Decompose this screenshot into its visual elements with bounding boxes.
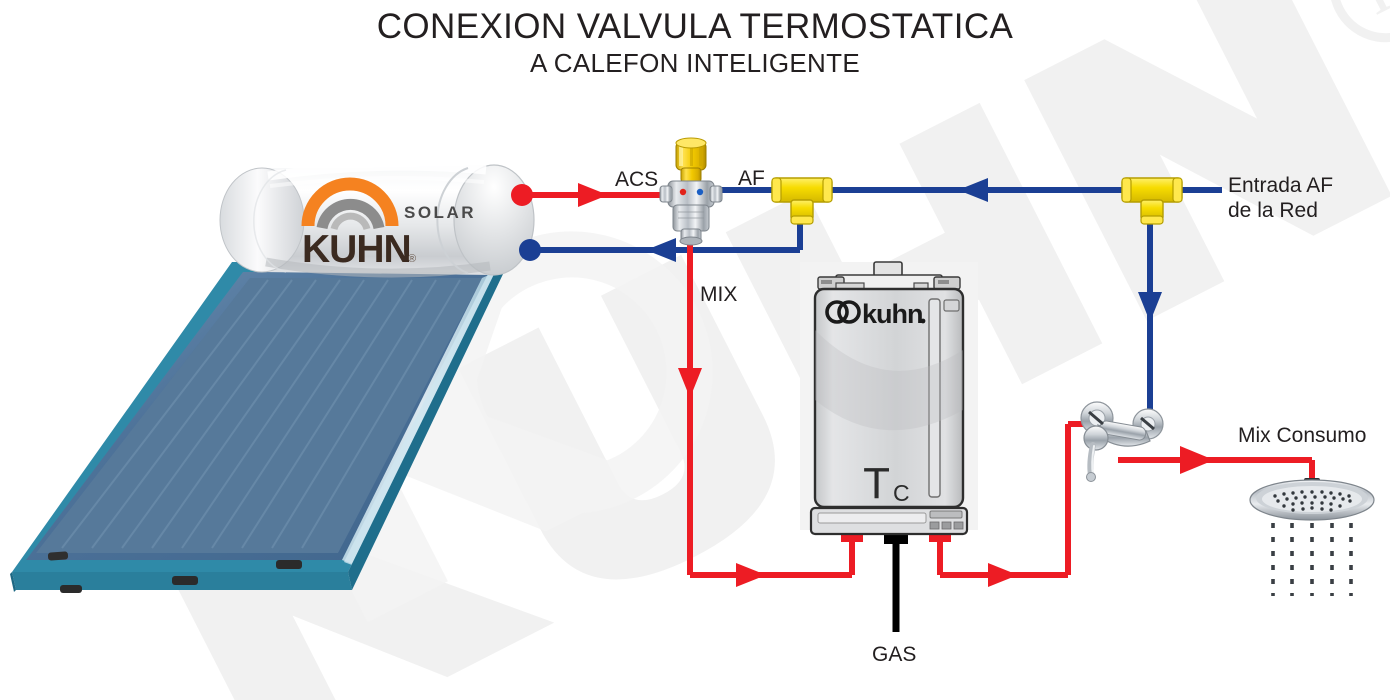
flow-network-cold-down — [1138, 190, 1162, 432]
label-af: AF — [738, 167, 765, 190]
flow-heater-outlet — [929, 421, 1098, 587]
svg-text:®: ® — [408, 253, 416, 265]
tankless-water-heater: kuhn T C — [800, 261, 978, 536]
solar-flat-plate-collector — [10, 256, 504, 593]
thermostatic-mixing-valve[interactable] — [659, 137, 723, 246]
label-acs: ACS — [615, 168, 659, 191]
label-mix: MIX — [700, 283, 738, 306]
svg-text:kuhn: kuhn — [862, 299, 923, 329]
flow-gas-supply — [884, 528, 908, 632]
tee-fitting-right — [1121, 177, 1183, 225]
water-stream-group — [1271, 523, 1353, 596]
flow-acs-hot — [511, 183, 672, 207]
solar-thermosiphon-tank: KUHN SOLAR ® — [219, 161, 535, 278]
flow-mix-consumo — [1118, 446, 1315, 482]
flow-cold-return-to-tank — [519, 196, 803, 262]
svg-text:SOLAR: SOLAR — [404, 203, 476, 222]
shower-mixer-faucet — [1080, 401, 1164, 482]
tank-logo-text: KUHN — [302, 228, 411, 271]
rain-shower-head — [1249, 478, 1375, 596]
label-entrada-af-line2: de la Red — [1228, 199, 1318, 222]
label-mix-consumo: Mix Consumo — [1238, 424, 1367, 447]
label-entrada-af-line1: Entrada AF — [1228, 174, 1334, 197]
tank-brand-logo: KUHN SOLAR ® — [301, 177, 476, 271]
tee-fitting-left — [771, 177, 833, 225]
heater-brand-logo: kuhn — [825, 299, 926, 329]
collector-bottom-fitting — [47, 551, 69, 561]
label-gas: GAS — [872, 643, 917, 666]
svg-text:C: C — [893, 480, 910, 506]
svg-text:T: T — [863, 459, 890, 508]
heater-tc-marking: T C — [863, 459, 910, 508]
